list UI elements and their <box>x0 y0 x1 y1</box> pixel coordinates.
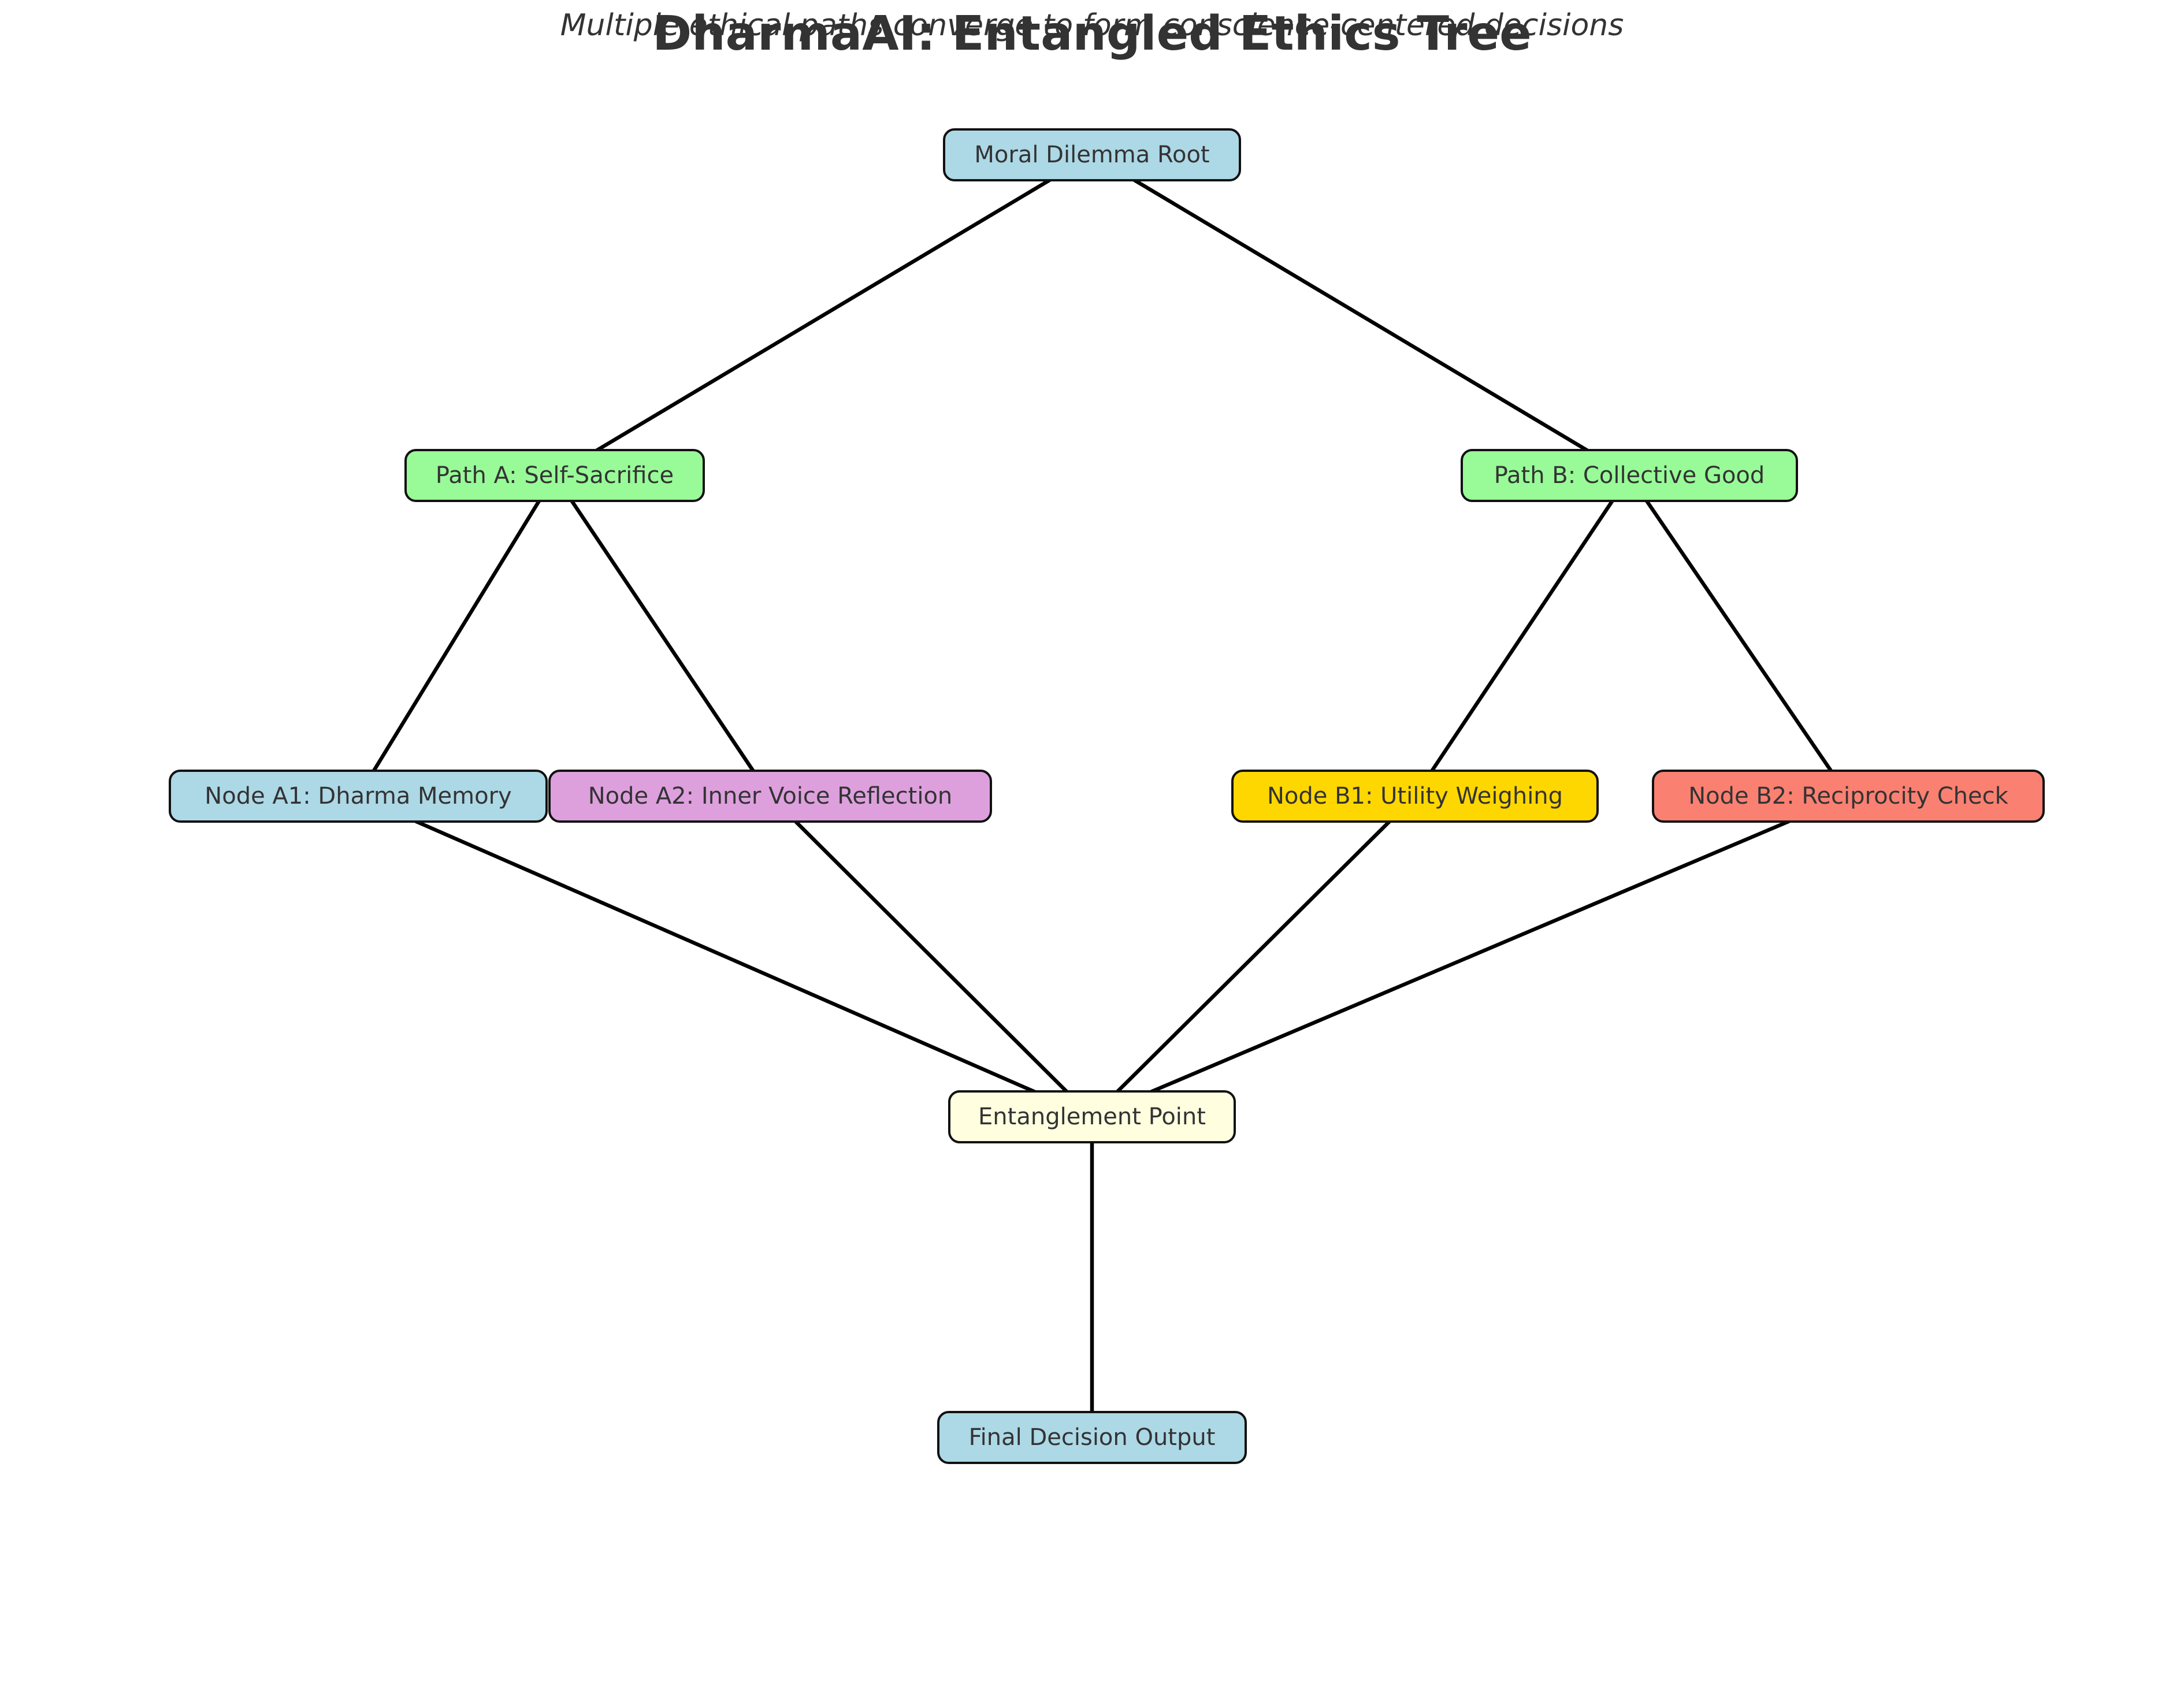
node-path-b: Path B: Collective Good <box>1461 449 1798 502</box>
edge-line <box>1090 794 1417 1119</box>
edge-node-b2-to-entangle <box>1090 794 1851 1119</box>
node-node-b2: Node B2: Reciprocity Check <box>1652 770 2045 823</box>
node-node-a2: Node A2: Inner Voice Reflection <box>548 770 992 823</box>
diagram-title: DharmaAI: Entangled Ethics Tree <box>652 6 1532 61</box>
diagram-subtitle: Multiple ethical paths converge to form … <box>560 8 1624 43</box>
edge-line <box>1090 153 1632 478</box>
edge-entangle-to-final <box>1086 1115 1098 1440</box>
edge-line <box>552 473 772 798</box>
node-entangle: Entanglement Point <box>948 1090 1236 1143</box>
edge-node-a1-to-entangle <box>356 794 1094 1119</box>
node-node-a1: Node A1: Dharma Memory <box>169 770 548 823</box>
edge-line <box>1090 794 1851 1119</box>
edge-root-to-path-b <box>1090 153 1632 478</box>
edge-line <box>1413 473 1632 798</box>
node-final: Final Decision Output <box>937 1411 1247 1464</box>
edge-line <box>552 153 1094 478</box>
edge-node-a2-to-entangle <box>768 794 1094 1119</box>
edge-path-b-to-node-b1 <box>1413 473 1632 798</box>
node-path-a: Path A: Self-Sacrifice <box>404 449 705 502</box>
node-node-b1: Node B1: Utility Weighing <box>1231 770 1599 823</box>
node-root: Moral Dilemma Root <box>943 128 1241 181</box>
edge-path-a-to-node-a1 <box>356 473 557 798</box>
edge-node-b1-to-entangle <box>1090 794 1417 1119</box>
edge-line <box>356 794 1094 1119</box>
edge-line <box>356 473 557 798</box>
edge-path-a-to-node-a2 <box>552 473 772 798</box>
edge-root-to-path-a <box>552 153 1094 478</box>
edge-path-b-to-node-b2 <box>1627 473 1851 798</box>
edge-line <box>768 794 1094 1119</box>
edge-line <box>1627 473 1851 798</box>
